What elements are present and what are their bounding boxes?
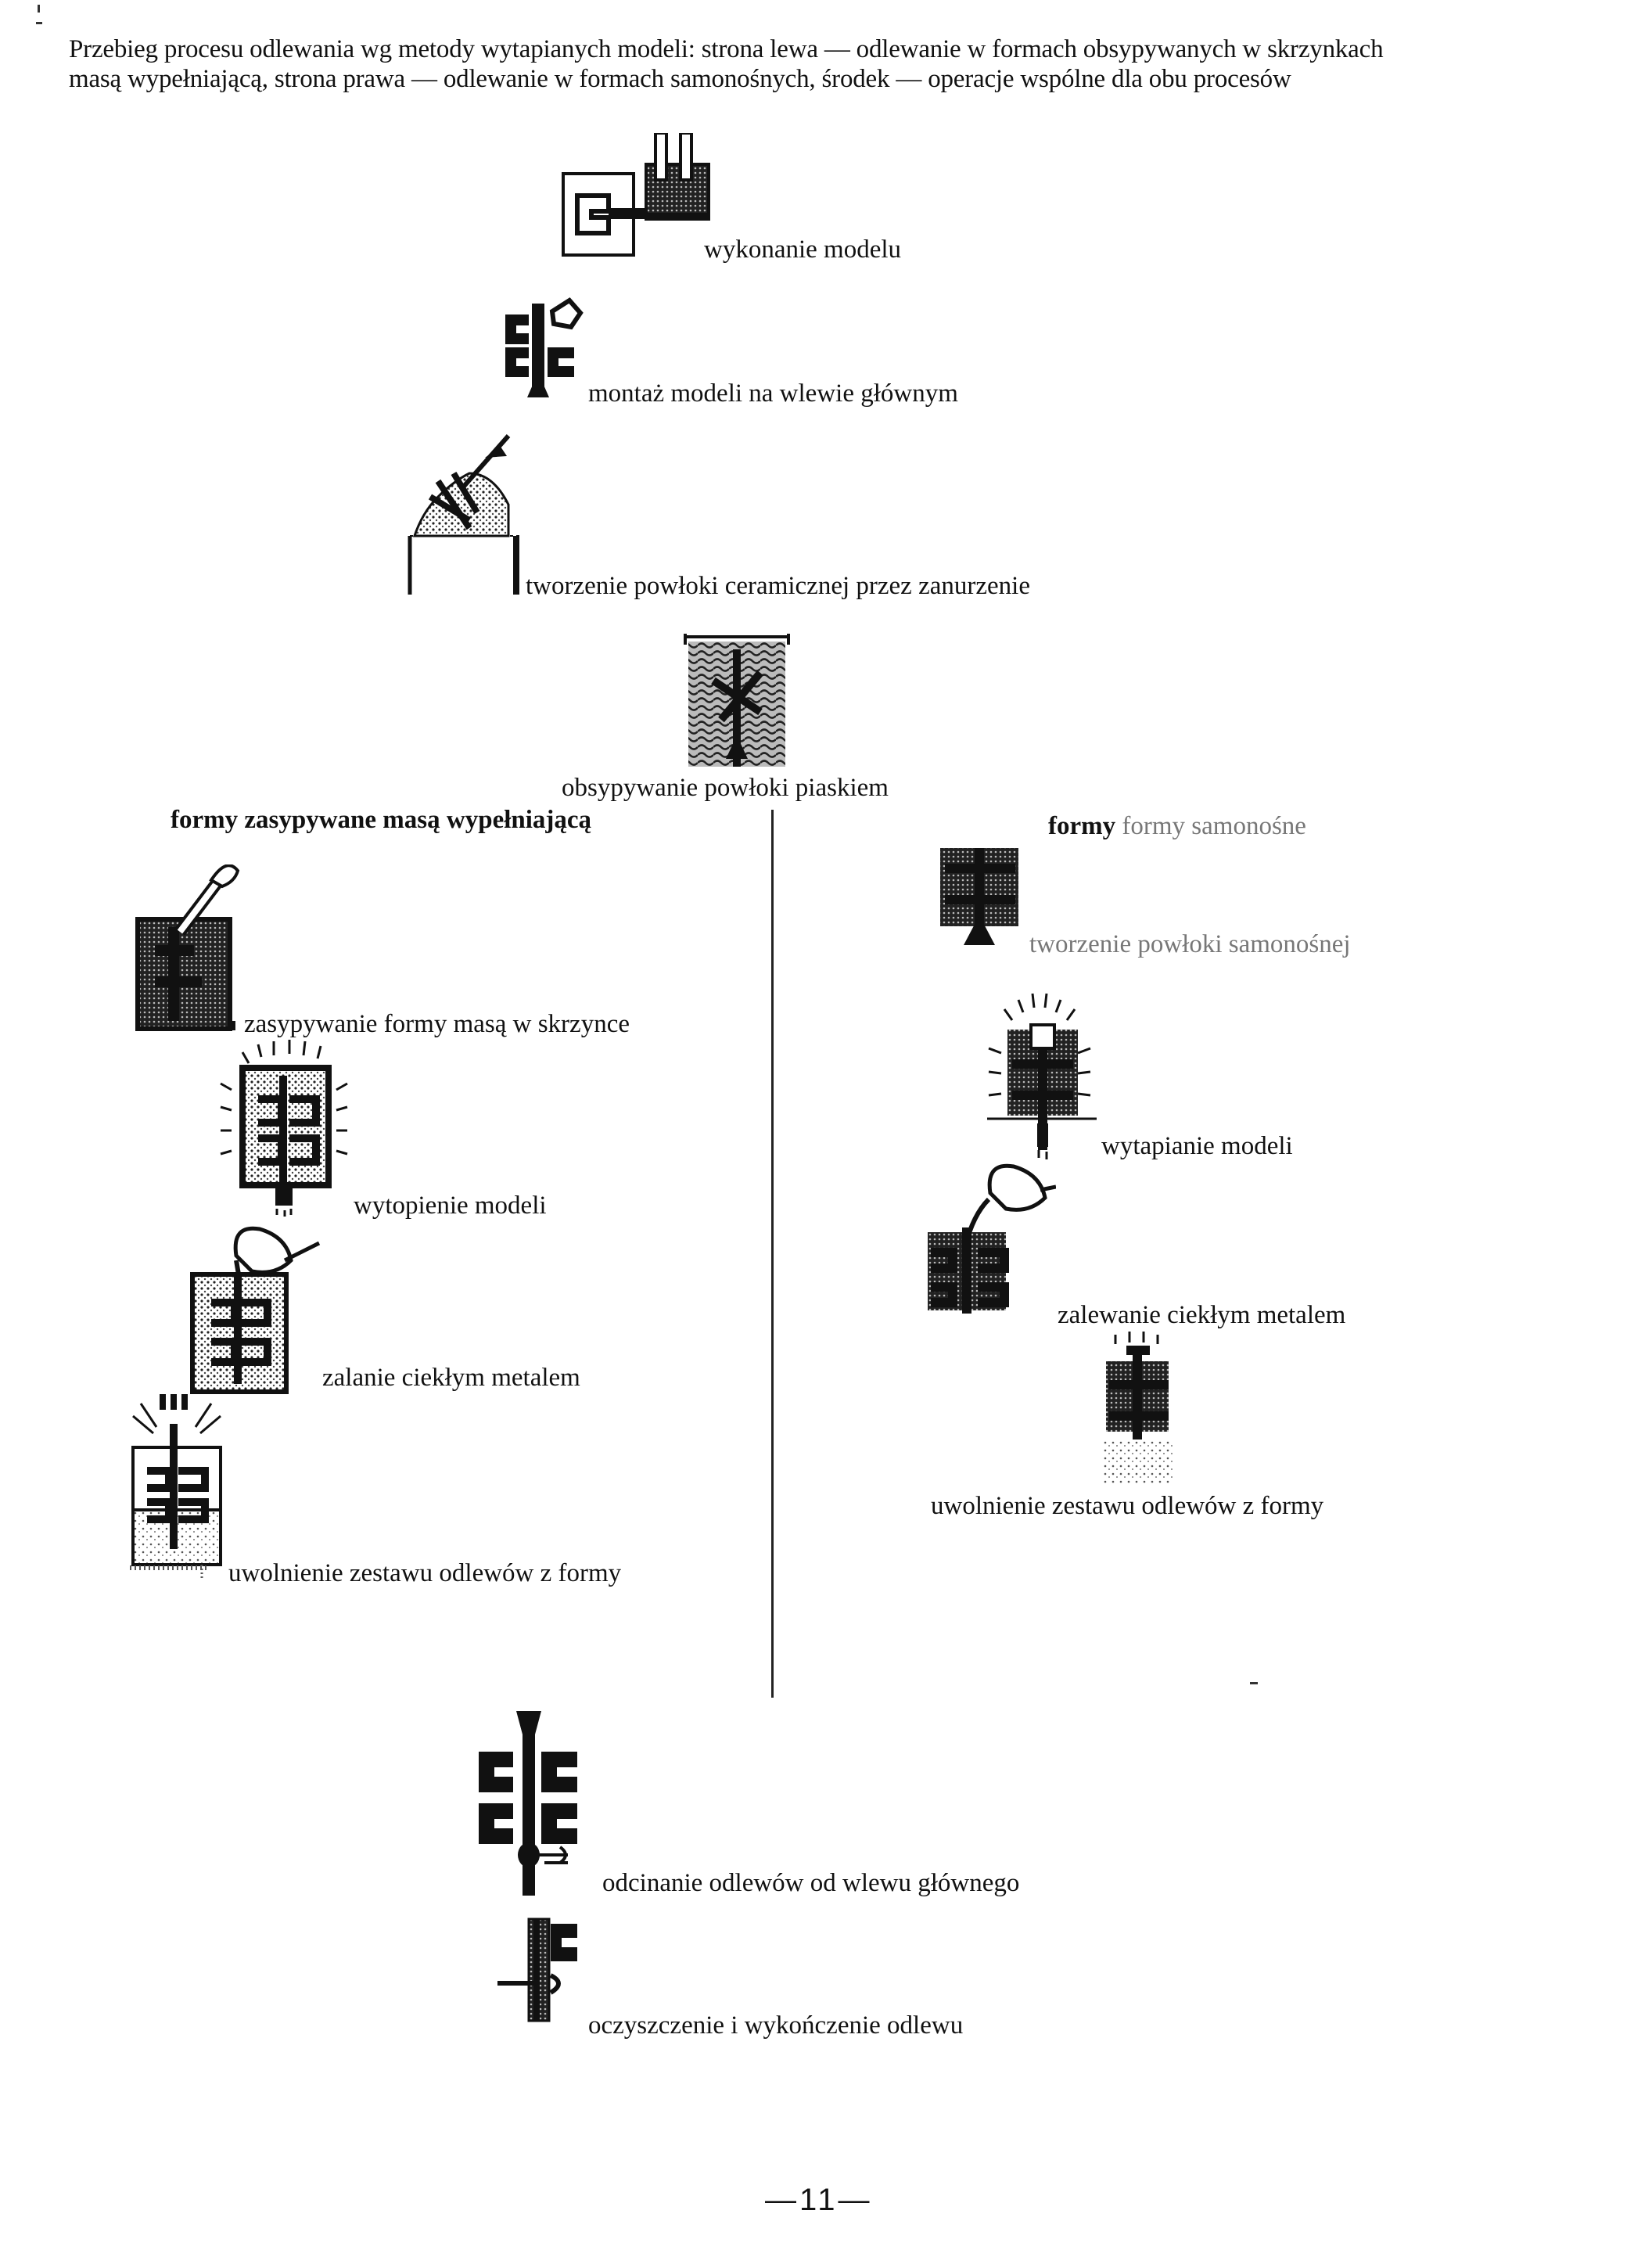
left-column-heading: formy zasypywane masą wypełniającą xyxy=(171,806,592,834)
flask-knockout-icon xyxy=(130,1394,222,1579)
right-step3-label: zalewanie ciekłym metalem xyxy=(1058,1301,1346,1329)
cut-off-icon xyxy=(479,1711,577,1896)
shell-building-icon xyxy=(940,848,1018,945)
model-die-icon xyxy=(562,133,710,257)
right-step1-label: tworzenie powłoki samonośnej xyxy=(1029,930,1351,958)
right-heading-faded: formy samonośne xyxy=(1122,812,1306,840)
right-heading-prefix: formy xyxy=(1048,812,1122,840)
flask-pouring-icon xyxy=(190,1226,321,1394)
stray-mark xyxy=(38,5,40,13)
step-label-powloka-samonosna: tworzenie powłoki samonośnej xyxy=(1029,929,1351,959)
flask-filling-icon xyxy=(135,864,240,1031)
dipping-tank-icon xyxy=(408,434,519,595)
shell-pouring-icon xyxy=(928,1163,1056,1314)
step-label-wytopienie: wytopienie modeli xyxy=(354,1191,547,1220)
sand-stucco-icon xyxy=(684,634,790,767)
step-label-wykonanie-modelu: wykonanie modelu xyxy=(704,235,902,264)
sprue-assembly-icon xyxy=(505,297,584,397)
step-label-wytapianie: wytapianie modeli xyxy=(1101,1131,1293,1161)
flask-dewax-icon xyxy=(220,1040,348,1217)
step-label-zalanie: zalanie ciekłym metalem xyxy=(322,1364,580,1392)
step-label-oczyszczenie: oczyszczenie i wykończenie odlewu xyxy=(588,2011,964,2040)
figure-caption: Przebieg procesu odlewania wg metody wyt… xyxy=(69,35,1384,93)
step-label-zasypywanie: zasypywanie formy masą w skrzynce xyxy=(244,1010,630,1038)
right-step2-label: wytapianie modeli xyxy=(1101,1132,1293,1160)
step-label-odcinanie: odcinanie odlewów od wlewu głównego xyxy=(602,1869,1020,1897)
stray-mark xyxy=(36,22,42,24)
column-divider xyxy=(771,810,774,1698)
right-step4-label: uwolnienie zestawu odlewów z formy xyxy=(931,1492,1324,1520)
step-label-uwolnienie-prawa: uwolnienie zestawu odlewów z formy xyxy=(931,1491,1323,1521)
shell-dewax-icon xyxy=(987,993,1097,1159)
page-number: —11— xyxy=(765,2183,873,2217)
step-label-uwolnienie-lewa: uwolnienie zestawu odlewów z formy xyxy=(228,1559,622,1587)
step-label-obsypywanie: obsypywanie powłoki piaskiem xyxy=(562,774,889,802)
step-label-powloka-zanurzenie: tworzenie powłoki ceramicznej przez zanu… xyxy=(526,572,1030,600)
step-label-zalewanie: zalewanie ciekłym metalem xyxy=(1058,1300,1345,1330)
right-column-heading: formy formy samonośne xyxy=(1048,812,1306,841)
step-label-montaz: montaż modeli na wlewie głównym xyxy=(588,379,958,408)
shell-knockout-icon xyxy=(1103,1332,1173,1483)
stray-mark xyxy=(1250,1682,1258,1684)
finishing-icon xyxy=(497,1918,577,2022)
